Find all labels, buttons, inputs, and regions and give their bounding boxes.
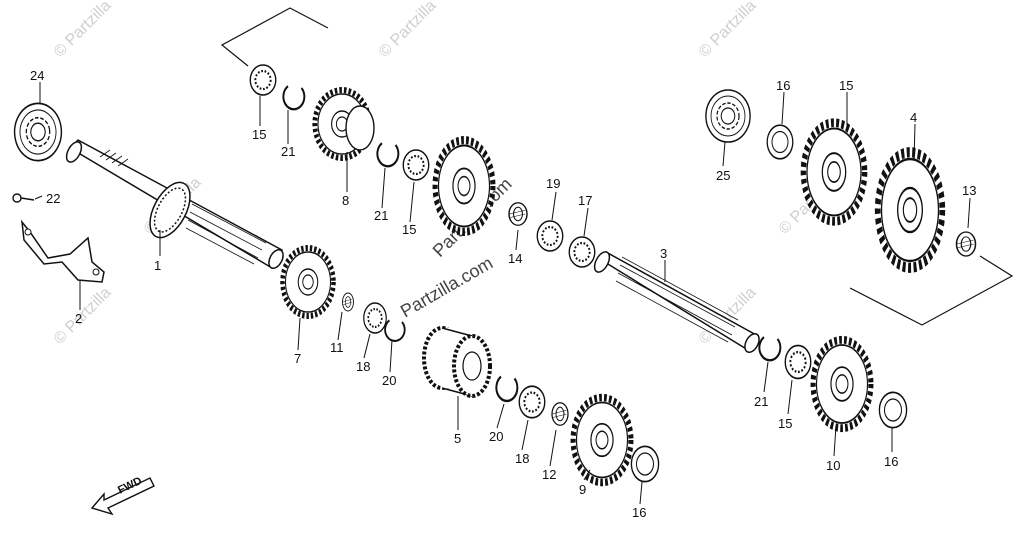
washer-17-a [249, 63, 277, 97]
bearing-25 [10, 97, 66, 167]
washer-16-c [878, 391, 908, 429]
bracket-2 [20, 219, 105, 283]
washer-17-b [402, 148, 430, 182]
callout-25: 24 [30, 68, 44, 83]
washer-18-b [518, 385, 546, 419]
callout-12: 12 [542, 467, 556, 482]
washer-18-a [362, 301, 388, 335]
snap-ring-22-b [376, 142, 400, 168]
snap-ring-22-a [282, 85, 306, 111]
gear-9 [573, 398, 631, 483]
callout-3: 3 [660, 246, 667, 261]
gear-8 [315, 90, 375, 158]
callout-22-b: 21 [374, 208, 388, 223]
washer-20 [536, 219, 564, 253]
group-brackets [220, 7, 1014, 326]
bearing-12 [551, 402, 569, 426]
watermark-main: Partzilla.com [397, 253, 496, 322]
gear-15 [803, 123, 864, 222]
gear-10 [813, 340, 871, 428]
callout-4: 4 [910, 110, 917, 125]
bearing-11 [342, 292, 354, 312]
gear-7 [283, 248, 334, 316]
forward-direction-indicator: FWD [90, 475, 155, 516]
bushing-14 [508, 202, 528, 226]
callout-22-a: 21 [281, 144, 295, 159]
callout-16-c: 16 [884, 454, 898, 469]
bracket-top-left [220, 7, 329, 67]
washer-16-b [766, 124, 794, 160]
watermark-text: © Partzilla [51, 0, 115, 61]
bearing-24 [705, 89, 751, 143]
bracket-bottom-right [849, 255, 1014, 326]
callout-18-b: 18 [515, 451, 529, 466]
bearing-13 [955, 231, 977, 257]
callout-1: 1 [154, 258, 161, 273]
callout-23: 22 [46, 191, 60, 206]
washer-16-a [630, 445, 660, 483]
callout-13: 13 [962, 183, 976, 198]
snap-ring-21-b [495, 375, 519, 403]
snap-ring-22-c [758, 336, 782, 362]
gear-4 [878, 152, 943, 268]
callout-22-c: 21 [754, 394, 768, 409]
leader-lines [34, 82, 971, 505]
callout-18-a: 18 [356, 359, 370, 374]
watermark-text: © Partzilla [51, 284, 115, 348]
callout-9: 9 [579, 482, 586, 497]
watermark-text: © Partzilla [376, 0, 440, 61]
callout-15: 15 [839, 78, 853, 93]
callout-5: 5 [454, 431, 461, 446]
callout-17-c: 15 [778, 416, 792, 431]
callout-16-b: 16 [776, 78, 790, 93]
counter-shaft [593, 251, 760, 354]
callout-21-b: 20 [489, 429, 503, 444]
gear-5 [422, 326, 492, 398]
bolt-23 [12, 193, 35, 203]
callout-17-a: 15 [252, 127, 266, 142]
arrow-icon [90, 477, 155, 516]
gear-large-center [435, 140, 493, 232]
washer-19 [568, 235, 596, 269]
washer-17-c [784, 344, 812, 380]
callout-10: 10 [826, 458, 840, 473]
callout-11: 11 [330, 340, 344, 355]
snap-ring-21-a [384, 319, 406, 342]
watermark-text: © Partzilla [696, 0, 760, 61]
callout-24: 25 [716, 168, 730, 183]
callout-16-a: 16 [632, 505, 646, 520]
callout-8: 8 [342, 193, 349, 208]
callout-21-a: 20 [382, 373, 396, 388]
callout-14: 14 [508, 251, 522, 266]
callout-20: 19 [546, 176, 560, 191]
callout-17-b: 15 [402, 222, 416, 237]
callout-7: 7 [294, 351, 301, 366]
main-shaft [65, 139, 284, 270]
callout-19: 17 [578, 193, 592, 208]
callout-2: 2 [75, 311, 82, 326]
callouts: 24 22 1 2 15 21 8 21 15 7 11 18 20 14 19… [30, 68, 976, 520]
